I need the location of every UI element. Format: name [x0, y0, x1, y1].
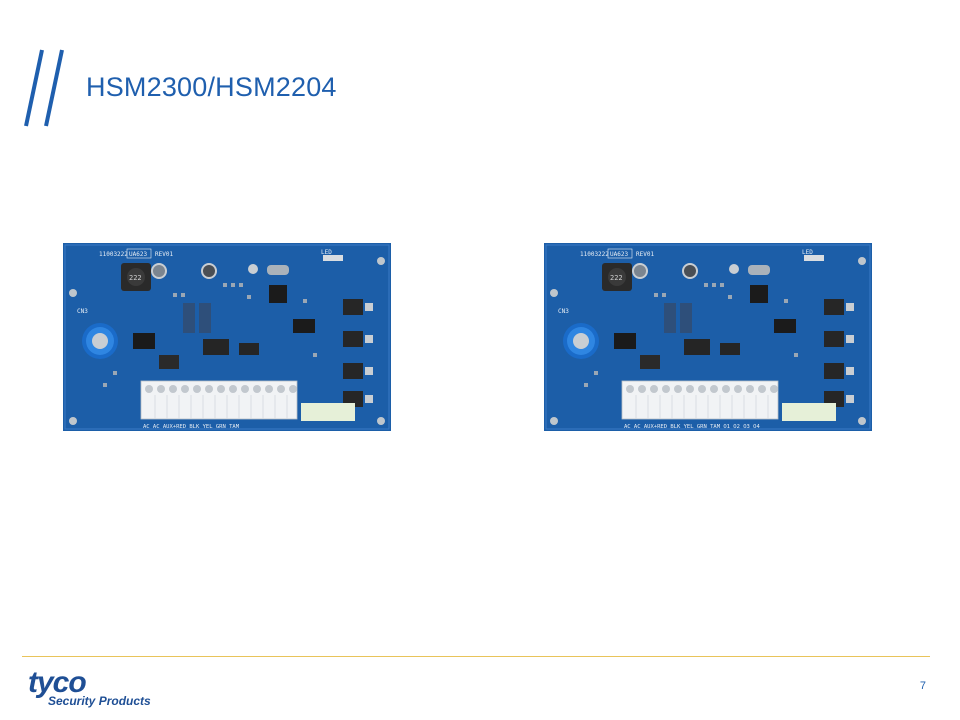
serial-label: 11003222	[99, 251, 128, 258]
terminal-label: AC AC AUX+RED BLK YEL GRN TAM	[143, 424, 240, 430]
pcb-board-image: 11003222 UA623 REV01 LED 222 CN3	[63, 243, 391, 431]
serial-label: 11003222	[580, 251, 609, 258]
led-label: LED	[802, 249, 813, 256]
logo-subtitle: Security Products	[48, 694, 151, 708]
rev-label: REV01	[636, 251, 654, 258]
pcb-board-image: 11003222 UA623 REV01 LED 222 CN3	[544, 243, 872, 431]
inductor-label: 222	[610, 274, 623, 282]
rev-label: REV01	[155, 251, 173, 258]
double-slash-decoration	[24, 49, 64, 127]
part-label: UA623	[610, 251, 628, 258]
inductor-label: 222	[129, 274, 142, 282]
footer-divider	[22, 656, 930, 657]
logo-wordmark: tyco	[28, 666, 87, 699]
part-label: UA623	[129, 251, 147, 258]
led-label: LED	[321, 249, 332, 256]
tyco-logo: tyco Security Products	[24, 666, 174, 712]
page-number: 7	[919, 680, 926, 692]
slide-title: HSM2300/HSM2204	[86, 72, 337, 102]
conn-label: CN3	[77, 308, 88, 315]
conn-label: CN3	[558, 308, 569, 315]
terminal-label: AC AC AUX+RED BLK YEL GRN TAM O1 O2 O3 O…	[624, 424, 760, 430]
